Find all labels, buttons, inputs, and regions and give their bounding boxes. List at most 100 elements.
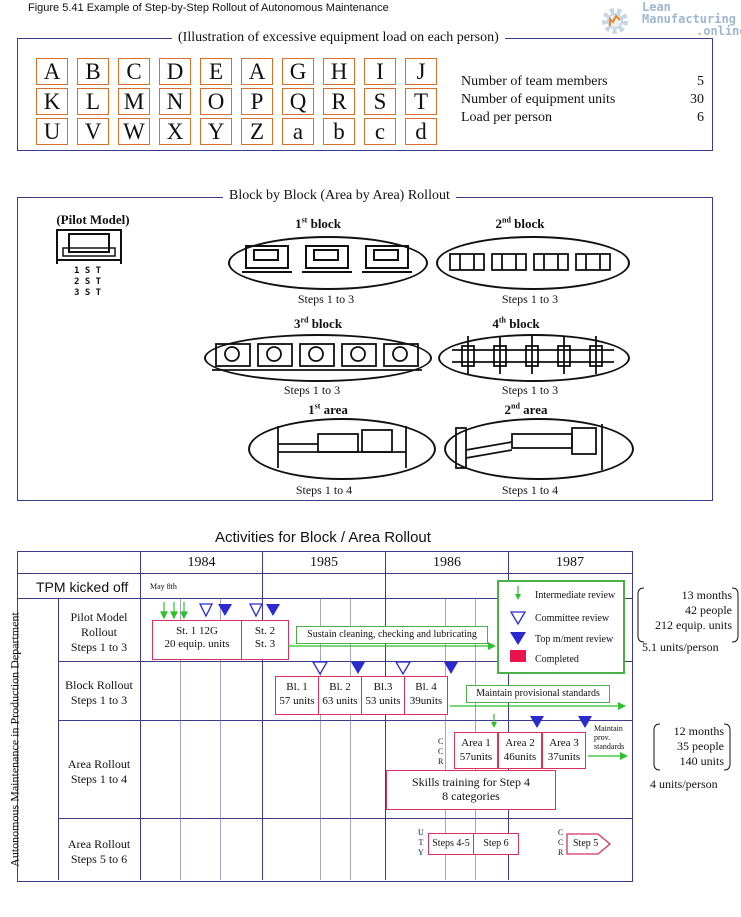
maintain-short-line: Maintain — [594, 724, 623, 733]
row-label-line: Area Rollout — [67, 837, 131, 851]
row-label-area56: Area Rollout Steps 5 to 6 — [58, 837, 140, 867]
summary2-rate: 4 units/person — [650, 777, 718, 791]
grid-line — [58, 661, 632, 662]
year-1985: 1985 — [310, 555, 338, 570]
maintain-prov-arrow — [450, 702, 626, 710]
uty-letter: U — [418, 828, 424, 837]
letter-box: M — [118, 88, 150, 115]
maintain-provisional-box: Maintain provisional standards — [466, 685, 610, 703]
grid-line — [17, 598, 632, 599]
intermediate-review-icon — [491, 722, 497, 728]
pilot-sign-line: 2 S T — [74, 277, 102, 287]
block-name: Bl. 4 — [415, 681, 437, 693]
row-label-line: Steps 1 to 3 — [70, 640, 128, 654]
uty-letter: T — [418, 838, 424, 847]
maintain-short-line: prov. — [594, 733, 611, 742]
stat-value-load: 6 — [697, 110, 704, 125]
block-name: Bl. 1 — [286, 681, 308, 693]
grid-line — [58, 598, 59, 880]
vertical-dept-label: Autonomous Maintenance in Production Dep… — [7, 612, 22, 867]
row-label-line: Pilot Model — [70, 610, 128, 624]
area-name: Area 3 — [549, 737, 579, 749]
area-2-ellipse — [444, 418, 634, 480]
may-8th: May 8th — [150, 582, 177, 591]
logo-line3: .online — [696, 24, 741, 38]
block-2-text: 2nd block — [495, 216, 545, 232]
summary2-brackets — [653, 723, 731, 771]
grid-line — [140, 551, 141, 880]
row-label-block: Block Rollout Steps 1 to 3 — [58, 678, 140, 708]
intermediate-review-icon — [170, 611, 178, 620]
block-1-ellipse — [228, 236, 428, 290]
area-1-ellipse — [248, 418, 436, 480]
summary2-line: 35 people — [677, 739, 724, 753]
top-management-review-icon — [351, 662, 365, 674]
committee-review-icon — [394, 661, 412, 676]
row-label-line: Area Rollout — [67, 757, 131, 771]
block-2-steps: Steps 1 to 3 — [501, 292, 559, 306]
letter-box: W — [118, 118, 150, 145]
steps45-box: Steps 4-5 — [428, 833, 474, 855]
year-1987: 1987 — [556, 555, 584, 570]
stat-value-equipment: 30 — [690, 92, 704, 107]
pilot-sign: 1 S T 2 S T 3 S T — [74, 266, 101, 299]
skills-training-box: Skills training for Step 4 8 categories — [386, 770, 556, 810]
ccr-letter: C — [558, 838, 564, 847]
maintain-short-line: standards — [594, 742, 625, 751]
top-management-review-icon — [444, 662, 458, 674]
area-units: 37units — [547, 751, 581, 763]
area-1-steps: Steps 1 to 4 — [295, 483, 353, 497]
area-name: Area 2 — [505, 737, 535, 749]
letter-box: N — [159, 88, 191, 115]
area-1-text: 1st area — [308, 402, 348, 418]
row-label-line: Steps 1 to 3 — [70, 693, 128, 707]
block-1-text: 1st block — [295, 216, 341, 232]
ccr-marker-2: C C R — [558, 828, 563, 858]
sustain-box: Sustain cleaning, checking and lubricati… — [296, 626, 488, 644]
summary2: 12 months 35 people 140 units — [656, 724, 724, 769]
summary1-rate: 5.1 units/person — [642, 640, 719, 654]
sustain-arrow — [288, 642, 496, 650]
stat-value-members: 5 — [697, 74, 704, 89]
grid-line — [385, 551, 386, 880]
block-1-steps: Steps 1 to 3 — [297, 292, 355, 306]
block-3-ellipse — [204, 334, 432, 382]
grid-line — [508, 551, 509, 880]
year-1986: 1986 — [433, 555, 461, 570]
quarter-line — [445, 598, 446, 880]
uty-marker: U T Y — [418, 828, 424, 858]
pilot-st1-line: 20 equip. units — [164, 638, 230, 650]
skills-line: 8 categories — [442, 789, 500, 803]
letter-box: c — [364, 118, 396, 145]
block-4-text: 4th block — [492, 316, 540, 332]
block-review-markers — [311, 661, 458, 676]
area-name: Area 1 — [461, 737, 491, 749]
year-1984: 1984 — [187, 555, 216, 570]
area-1-label: 1st area — [278, 402, 378, 418]
letter-box: T — [405, 88, 437, 115]
figure-caption: Figure 5.41 Example of Step-by-Step Roll… — [28, 2, 389, 14]
letter-box: V — [77, 118, 109, 145]
area-2-text: 2nd area — [504, 402, 548, 418]
area-2-machines — [455, 424, 603, 470]
logo-line2: Manufacturing — [642, 12, 736, 26]
block-4-machines — [452, 336, 614, 374]
pilot-sign-line: 1 S T — [74, 266, 102, 276]
summary1: 13 months 42 people 212 equip. units — [640, 588, 732, 633]
block-1-label: 1st block — [268, 216, 368, 232]
ccr-letter: C — [438, 747, 444, 756]
top-management-review-icon — [218, 604, 232, 616]
letter-box: A — [241, 58, 273, 85]
summary1-line: 13 months — [681, 588, 732, 602]
block-3-label: 3rd block — [268, 316, 368, 332]
summary1-line: 212 equip. units — [655, 618, 732, 632]
ccr-letter: R — [438, 757, 444, 766]
quarter-line — [320, 598, 321, 880]
step5-label: Step 5 — [573, 838, 599, 849]
letter-box: U — [36, 118, 68, 145]
pilot-st23-line: St. 2 — [254, 625, 276, 637]
